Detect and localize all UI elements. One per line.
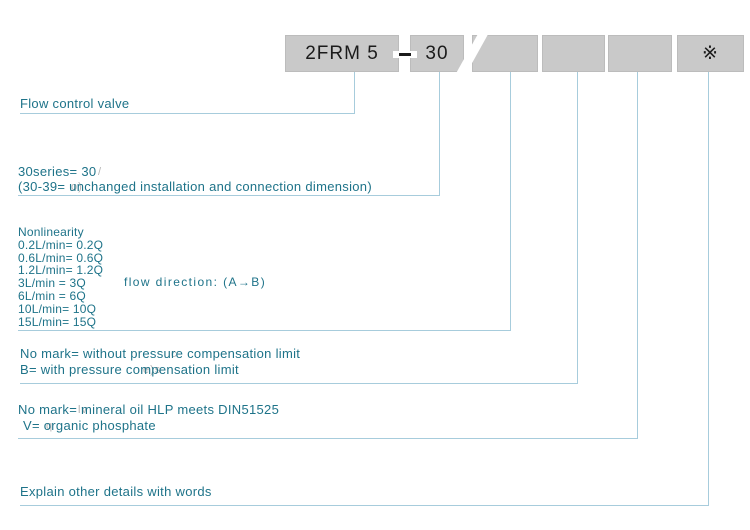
- flow-option: 15L/min= 15Q: [18, 314, 97, 329]
- fluid-type-line1: No mark= mineral oil HLP meets DIN51525: [18, 402, 280, 417]
- connector-vline-3: [510, 72, 511, 330]
- flow-option: 10L/min= 10Q: [18, 301, 97, 316]
- connector-hline-6: [20, 505, 709, 506]
- watermark-artifact: o): [71, 181, 83, 193]
- connector-hline-5: [18, 438, 638, 439]
- connector-vline-4: [577, 72, 578, 383]
- connector-vline-1: [354, 72, 355, 113]
- flow-option: 6L/min = 6Q: [18, 288, 86, 303]
- flow-option: 3L/min = 3Q: [18, 276, 86, 291]
- watermark-artifact: c: [171, 348, 178, 360]
- code-box-model: 2FRM 5: [285, 35, 399, 72]
- watermark-artifact: q: [46, 420, 54, 432]
- connector-vline-2: [439, 72, 440, 195]
- watermark-artifact: lv: [78, 404, 88, 416]
- connector-hline-1: [20, 113, 355, 114]
- series-line2: (30-39= unchanged installation and conne…: [18, 179, 372, 194]
- connector-hline-2: [18, 195, 440, 196]
- valve-type-label: Flow control valve: [20, 96, 130, 111]
- code-box-fluid: [608, 35, 672, 72]
- code-box-compensation: [542, 35, 605, 72]
- series-description: 30series= 30 (30-39= unchanged installat…: [18, 164, 372, 194]
- fluid-type-line2: V= organic phosphate: [23, 418, 156, 433]
- nonlinearity-heading: Nonlinearity: [18, 225, 84, 239]
- wildcard-symbol: ※: [702, 43, 719, 64]
- fluid-type-description: No mark= mineral oil HLP meets DIN51525 …: [18, 402, 279, 434]
- connector-hline-4: [20, 383, 578, 384]
- connector-vline-6: [708, 72, 709, 505]
- flow-rating-list: Nonlinearity 0.2L/min= 0.2Q 0.6L/min= 0.…: [18, 226, 103, 328]
- flow-option: 1.2L/min= 1.2Q: [18, 263, 104, 278]
- model-code-label: 2FRM 5: [305, 42, 379, 64]
- connector-vline-5: [637, 72, 638, 438]
- flow-option: 0.2L/min= 0.2Q: [18, 237, 104, 252]
- code-box-wildcard: ※: [677, 35, 744, 72]
- series-value-label: 30: [425, 42, 449, 64]
- flow-direction-note: flow direction: (A→B): [124, 275, 267, 289]
- series-line1: 30series= 30: [18, 164, 97, 179]
- pressure-compensation-description: No mark= without pressure compensation l…: [20, 346, 300, 378]
- code-box-series: 30: [410, 35, 464, 72]
- watermark-artifact: /: [98, 166, 103, 178]
- flow-option: 0.6L/min= 0.6Q: [18, 250, 104, 265]
- dash-separator: [399, 53, 411, 56]
- pressure-compensation-line1: No mark= without pressure compensation l…: [20, 346, 301, 361]
- watermark-artifact: e)s: [143, 364, 162, 376]
- connector-hline-3: [18, 330, 511, 331]
- pressure-compensation-line2: B= with pressure compensation limit: [20, 362, 239, 377]
- other-details-label: Explain other details with words: [20, 484, 212, 499]
